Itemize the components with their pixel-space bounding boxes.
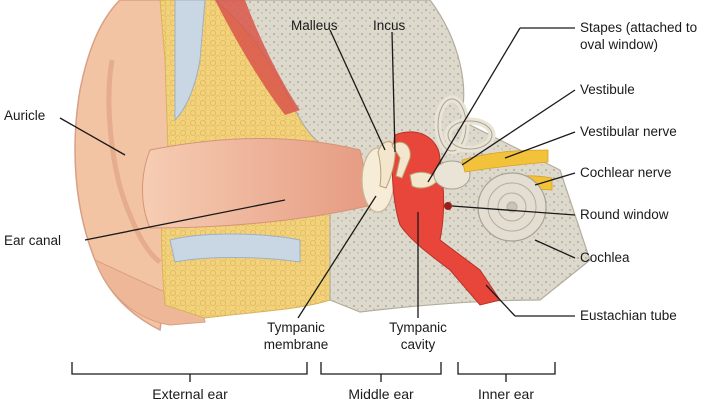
label-stapes-line1: Stapes (attached to <box>580 20 698 35</box>
label-malleus: Malleus <box>291 18 338 33</box>
label-stapes-line2: oval window) <box>580 37 659 52</box>
label-round-window: Round window <box>580 207 669 222</box>
label-tympanic-membrane-line1: Tympanic <box>267 320 325 335</box>
label-tympanic-membrane-line2: membrane <box>263 337 329 352</box>
leader-lines <box>59 27 576 319</box>
label-tympanic-cavity-line2: cavity <box>400 337 436 352</box>
label-incus: Incus <box>373 18 406 33</box>
round-window-shape <box>444 202 452 210</box>
label-cochlear-nerve: Cochlear nerve <box>580 165 672 180</box>
cartilage-lower <box>169 233 301 263</box>
region-external-ear: External ear <box>152 386 228 402</box>
label-cochlea: Cochlea <box>580 250 630 265</box>
incus-shape <box>391 141 411 179</box>
region-brackets <box>71 362 556 382</box>
canal-1-outline <box>437 98 467 152</box>
malleus-shape <box>377 141 396 189</box>
label-eustachian-tube: Eustachian tube <box>580 308 677 323</box>
label-vestibule: Vestibule <box>580 82 635 97</box>
vestibular-nerve-shape <box>461 149 549 173</box>
ear-canal-shape <box>142 137 373 229</box>
region-middle-ear: Middle ear <box>348 386 414 402</box>
label-tympanic-cavity-line1: Tympanic <box>389 320 447 335</box>
auricle-fold <box>106 59 162 265</box>
canal-2-outline <box>447 120 493 150</box>
muscle-band <box>215 0 300 115</box>
label-ear-canal: Ear canal <box>4 233 62 248</box>
cartilage-upper <box>174 0 206 122</box>
region-inner-ear: Inner ear <box>477 386 535 402</box>
label-vestibular-nerve: Vestibular nerve <box>580 124 677 139</box>
vestibule-shape <box>433 160 471 190</box>
label-auricle: Auricle <box>4 108 46 123</box>
